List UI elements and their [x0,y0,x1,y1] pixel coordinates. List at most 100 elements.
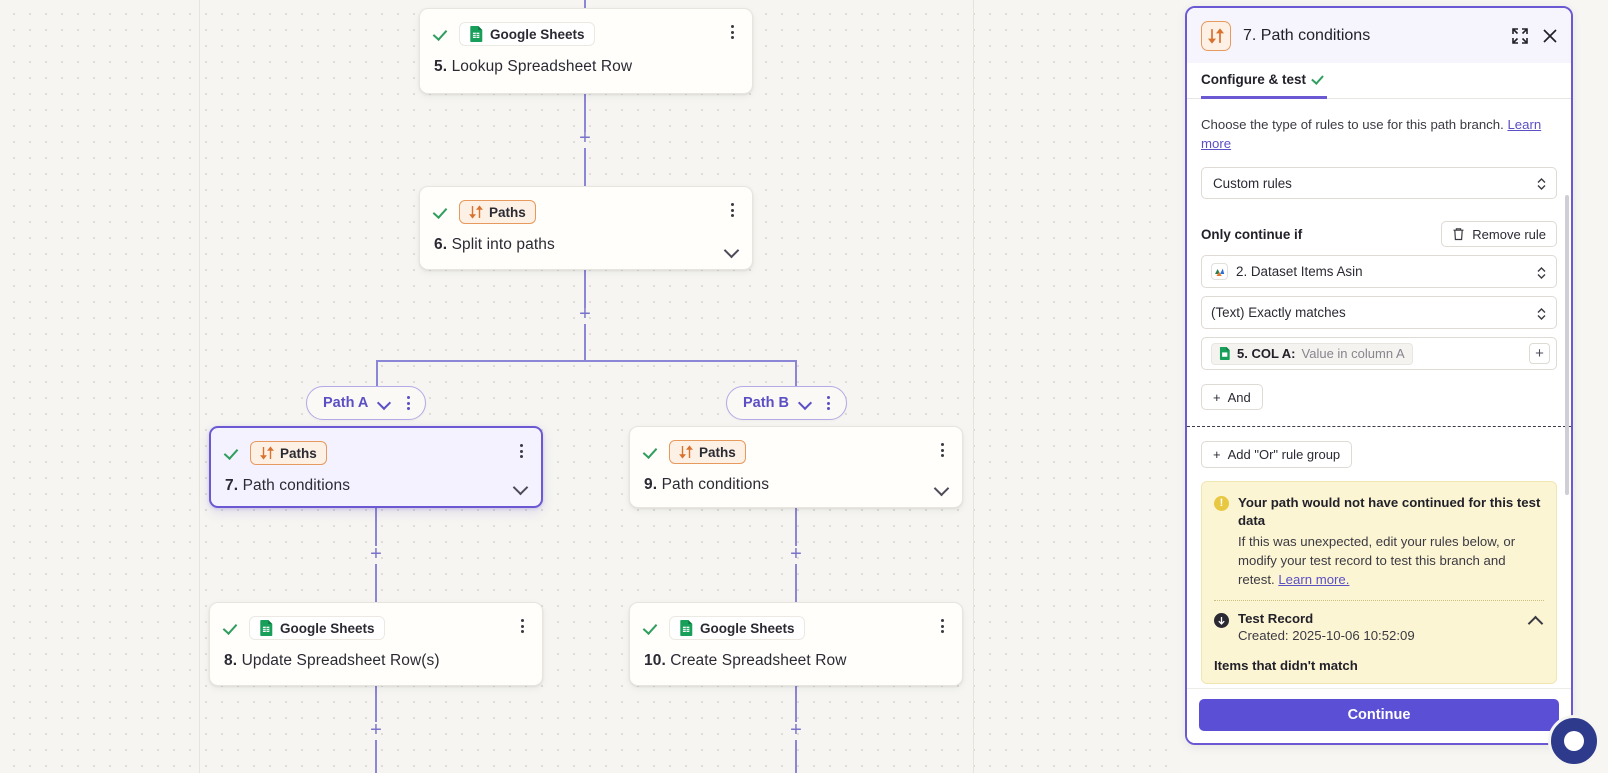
rules-type-value: Custom rules [1213,175,1292,191]
rule-value-field[interactable]: 5. COL A: Value in column A + [1201,337,1557,370]
node-8-update-spreadsheet-rows[interactable]: Google Sheets 8. Update Spreadsheet Row(… [209,602,543,686]
app-chip-label: Google Sheets [700,620,795,636]
path-pill-a[interactable]: Path A [306,386,427,420]
node-5-lookup-spreadsheet-row[interactable]: Google Sheets 5. Lookup Spreadsheet Row [419,8,753,94]
app-chip-label: Google Sheets [280,620,375,636]
node-title: 5. Lookup Spreadsheet Row [434,58,738,76]
app-chip-label: Paths [699,444,736,460]
panel-footer: Continue [1187,688,1571,743]
google-sheets-icon [680,620,693,636]
paths-icon [469,205,483,219]
kebab-menu-icon[interactable] [513,442,529,460]
edge-8-down [375,686,377,722]
edge-8-bottom [375,740,377,773]
rule-source-field[interactable]: 2. Dataset Items Asin [1201,255,1557,288]
tab-configure-and-test[interactable]: Configure & test [1201,63,1328,99]
chevron-down-icon[interactable] [799,398,812,408]
test-record-section[interactable]: Test Record Created: 2025-10-06 10:52:09 [1214,611,1544,643]
kebab-menu-icon[interactable] [401,395,415,411]
node-label: Update Spreadsheet Row(s) [241,652,440,669]
kebab-menu-icon[interactable] [724,201,740,219]
step-config-panel: 7. Path conditions Configure & test Choo… [1185,6,1573,745]
add-step-button-2[interactable]: + [579,303,591,325]
rules-type-select[interactable]: Custom rules [1201,167,1557,199]
node-label: Split into paths [451,236,555,253]
workflow-canvas[interactable]: + + + + + + Google Sheets [0,0,1180,773]
node-label: Create Spreadsheet Row [670,652,847,669]
help-bubble-icon[interactable] [1548,715,1600,767]
apify-dataset-icon [1211,263,1228,280]
add-step-button-1[interactable]: + [579,127,591,149]
record-icon [1214,613,1229,628]
chevron-down-icon[interactable] [726,245,739,253]
chevron-up-icon[interactable] [1529,615,1542,624]
app-chip-paths: Paths [459,200,536,224]
rule-group-divider [1187,426,1571,427]
app-chip-google-sheets: Google Sheets [249,616,385,640]
check-icon [644,620,660,636]
chevron-down-icon[interactable] [378,398,391,408]
add-step-button-6[interactable]: + [790,719,802,741]
close-icon[interactable] [1541,27,1559,45]
panel-header: 7. Path conditions [1187,8,1571,63]
rules-hint: Choose the type of rules to use for this… [1201,115,1557,153]
only-continue-if-label: Only continue if [1201,226,1303,242]
check-icon [434,204,450,220]
kebab-menu-icon[interactable] [724,23,740,41]
node-number: 9. [644,476,658,493]
items-that-didnt-match-label: Items that didn't match [1214,658,1358,673]
rule-source-value: 2. Dataset Items Asin [1236,264,1363,279]
add-or-rule-group-button[interactable]: + Add "Or" rule group [1201,441,1353,468]
edge-10-bottom [795,740,797,773]
add-and-rule-button[interactable]: + And [1201,384,1263,410]
add-value-button[interactable]: + [1529,343,1550,364]
kebab-menu-icon[interactable] [514,617,530,635]
path-pill-label: Path A [323,395,369,411]
kebab-menu-icon[interactable] [934,617,950,635]
edge-plus-to-split [584,324,586,362]
edge-plus-to-10 [795,564,797,606]
add-or-rule-group-label: Add "Or" rule group [1227,447,1341,462]
add-step-button-3[interactable]: + [370,543,382,565]
node-label: Path conditions [661,476,770,493]
value-token[interactable]: 5. COL A: Value in column A [1211,342,1413,365]
node-number: 10. [644,652,666,669]
node-title: 8. Update Spreadsheet Row(s) [224,652,528,670]
plus-icon: + [1213,447,1221,462]
app-chip-label: Paths [280,445,317,461]
node-10-create-spreadsheet-row[interactable]: Google Sheets 10. Create Spreadsheet Row [629,602,963,686]
alert-divider [1214,600,1544,601]
node-7-path-conditions[interactable]: Paths 7. Path conditions [209,426,543,508]
check-icon [644,444,660,460]
kebab-menu-icon[interactable] [822,395,836,411]
panel-body[interactable]: Choose the type of rules to use for this… [1187,99,1571,743]
node-6-split-into-paths[interactable]: Paths 6. Split into paths [419,186,753,270]
test-record-title: Test Record [1238,611,1314,626]
paths-icon [260,446,274,460]
edge-plus-to-8 [375,564,377,606]
add-step-button-5[interactable]: + [370,719,382,741]
edge-9-to-plus [795,508,797,546]
chevron-down-icon[interactable] [936,483,949,491]
remove-rule-button[interactable]: Remove rule [1441,221,1557,247]
continue-button[interactable]: Continue [1199,699,1559,731]
add-step-button-4[interactable]: + [790,543,802,565]
check-icon [434,26,450,42]
kebab-menu-icon[interactable] [934,441,950,459]
value-token-label: 5. COL A: [1237,346,1296,361]
app-chip-label: Paths [489,204,526,220]
node-title: 6. Split into paths [434,236,738,254]
learn-more-link[interactable]: Learn more [1201,117,1542,151]
expand-icon[interactable] [1511,27,1529,45]
test-record-created: Created: 2025-10-06 10:52:09 [1238,628,1415,643]
path-pill-b[interactable]: Path B [726,386,847,420]
paths-icon [679,445,693,459]
trash-icon [1453,228,1464,241]
panel-scrollbar[interactable] [1565,195,1569,495]
rule-operator-field[interactable]: (Text) Exactly matches [1201,296,1557,329]
edge-7-to-plus [375,508,377,546]
alert-learn-more-link[interactable]: Learn more. [1278,572,1350,587]
node-9-path-conditions[interactable]: Paths 9. Path conditions [629,426,963,508]
value-token-placeholder: Value in column A [1301,346,1405,361]
chevron-down-icon[interactable] [515,482,528,490]
